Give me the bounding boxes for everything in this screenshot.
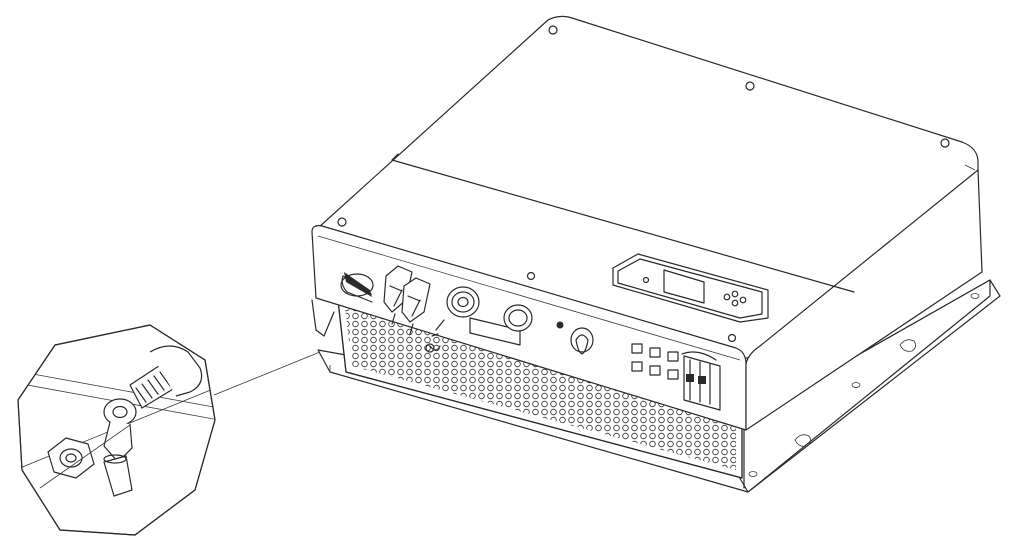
ground-screw xyxy=(425,319,594,355)
callout-leader xyxy=(213,351,321,396)
inverter-body xyxy=(311,15,983,431)
magnifier-callout xyxy=(17,324,216,536)
ac-connector xyxy=(446,286,533,346)
lcd-display xyxy=(612,253,769,323)
pv-connectors xyxy=(383,265,431,335)
dc-switch xyxy=(340,272,374,303)
communication-ports xyxy=(631,343,721,411)
